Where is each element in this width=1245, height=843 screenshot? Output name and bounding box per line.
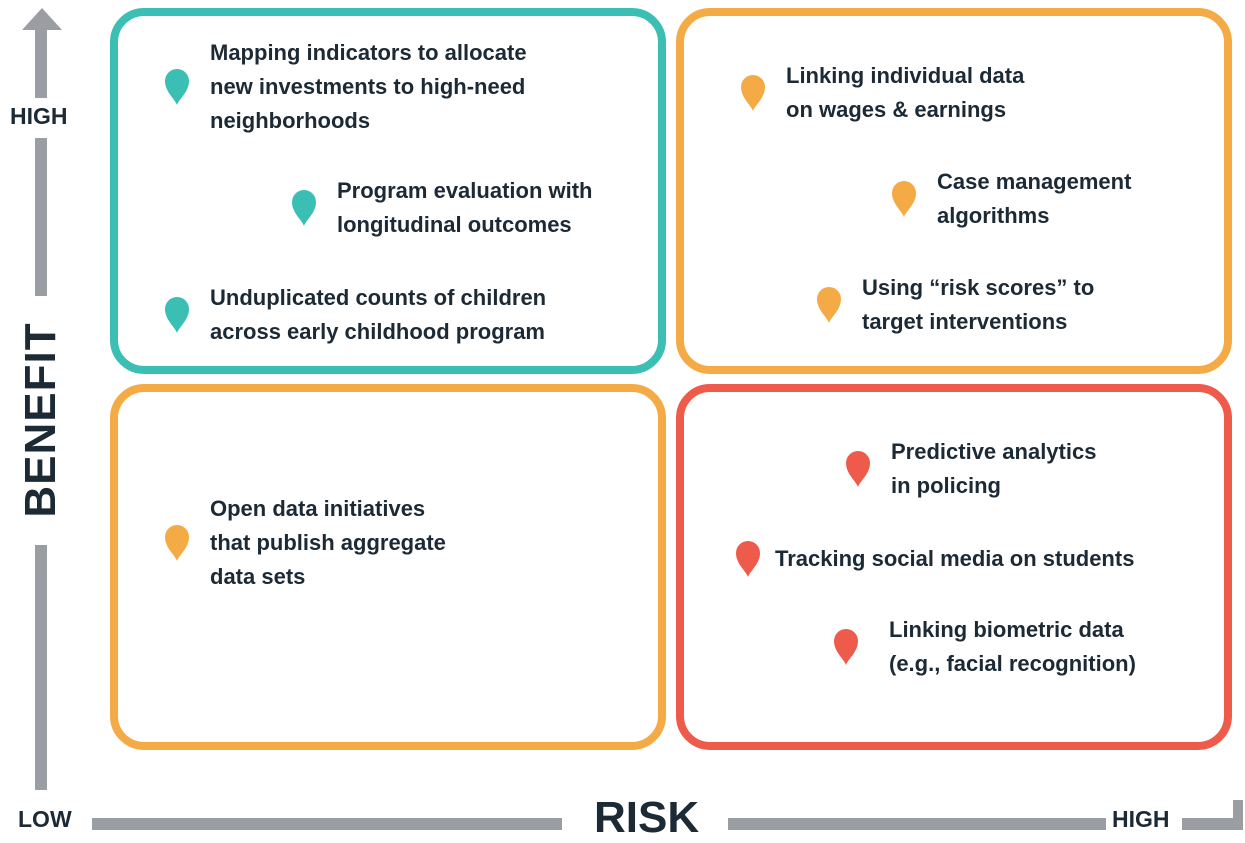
y-axis-line-upper <box>35 28 47 98</box>
list-item: Unduplicated counts of children across e… <box>164 281 546 349</box>
x-axis-line-end <box>1182 818 1240 830</box>
item-label: Tracking social media on students <box>775 546 1135 571</box>
list-item: Using “risk scores” to target interventi… <box>816 271 1094 339</box>
list-item: Case management algorithms <box>891 165 1131 233</box>
list-item: Linking individual data on wages & earni… <box>740 59 1024 127</box>
quadrant-high-benefit-low-risk <box>110 8 666 374</box>
x-axis-line-right <box>728 818 1106 830</box>
red-pin-icon <box>834 629 858 665</box>
teal-pin-icon <box>165 69 189 105</box>
x-axis-line-left <box>92 818 562 830</box>
y-axis-arrowhead-icon <box>22 8 62 30</box>
list-item: Open data initiatives that publish aggre… <box>164 492 446 594</box>
item-label: Linking individual data on wages & earni… <box>786 63 1025 122</box>
item-label: Using “risk scores” to target interventi… <box>862 275 1095 334</box>
x-axis-low-label: LOW <box>18 806 72 832</box>
red-pin-icon <box>846 451 870 487</box>
orange-pin-icon <box>741 75 765 111</box>
quadrant-low-benefit-high-risk <box>676 384 1232 750</box>
orange-pin-icon <box>817 287 841 323</box>
list-item: Program evaluation with longitudinal out… <box>291 174 593 242</box>
teal-pin-icon <box>165 297 189 333</box>
quadrant-low-benefit-low-risk <box>110 384 666 750</box>
red-pin-icon <box>736 541 760 577</box>
list-item: Predictive analytics in policing <box>845 435 1096 503</box>
y-axis-high-label: HIGH <box>10 103 68 129</box>
item-label: Unduplicated counts of children across e… <box>210 285 547 344</box>
quadrant-high-benefit-high-risk <box>676 8 1232 374</box>
item-label: Open data initiatives that publish aggre… <box>210 496 446 589</box>
x-axis-high-label: HIGH <box>1112 806 1170 832</box>
item-label: Predictive analytics in policing <box>891 439 1097 498</box>
item-label: Case management algorithms <box>937 169 1132 228</box>
item-label: Mapping indicators to allocate new inves… <box>210 40 527 133</box>
teal-pin-icon <box>292 190 316 226</box>
list-item: Linking biometric data (e.g., facial rec… <box>833 613 1136 681</box>
item-label: Linking biometric data (e.g., facial rec… <box>889 617 1136 676</box>
orange-pin-icon <box>165 525 189 561</box>
x-axis-title: RISK <box>594 793 700 842</box>
list-item: Mapping indicators to allocate new inves… <box>164 36 527 138</box>
list-item: Tracking social media on students <box>735 540 1134 578</box>
y-axis-line-middle <box>35 138 47 296</box>
y-axis-title: BENEFIT <box>16 322 65 518</box>
orange-pin-icon <box>892 181 916 217</box>
item-label: Program evaluation with longitudinal out… <box>337 178 593 237</box>
y-axis-line-lower <box>35 545 47 790</box>
x-axis-end-cap <box>1233 800 1243 830</box>
